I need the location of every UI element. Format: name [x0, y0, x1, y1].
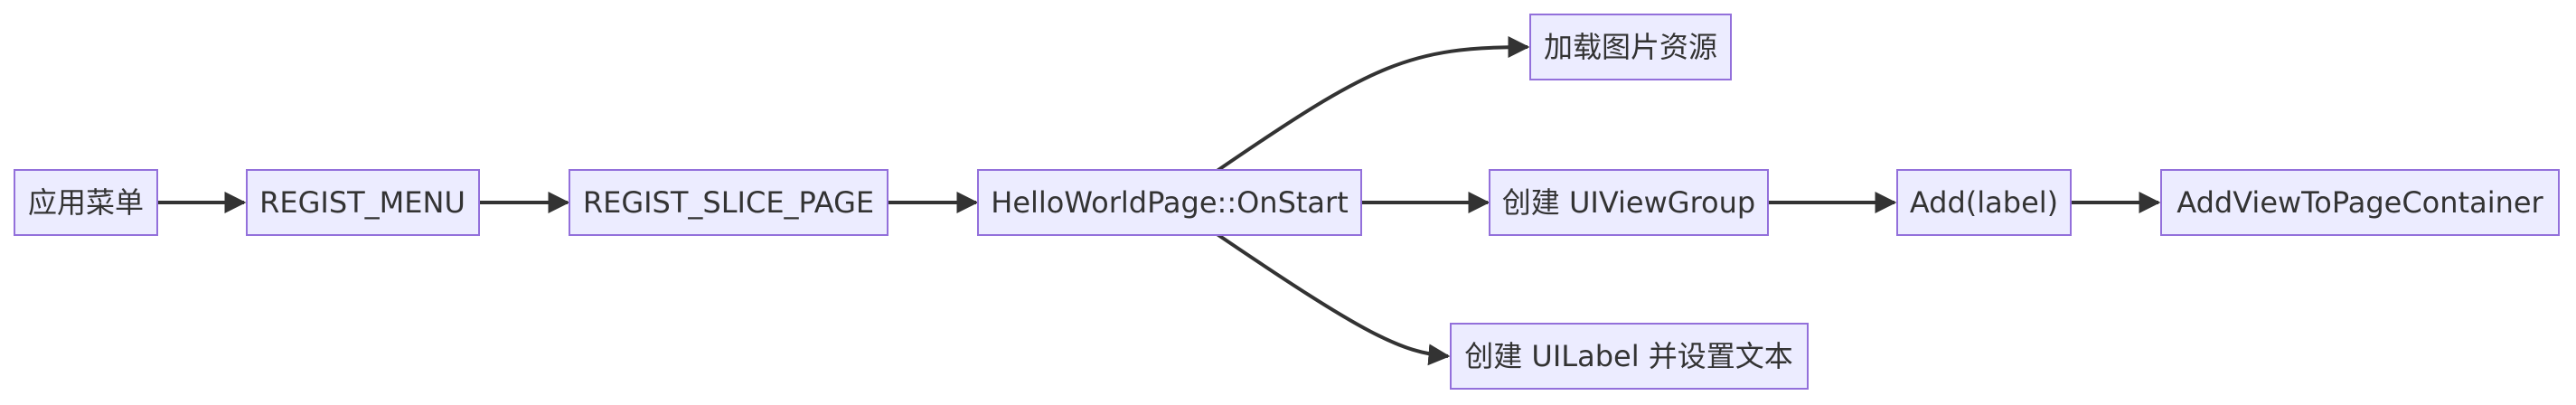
node-add-view[interactable]: AddViewToPageContainer [2160, 169, 2560, 236]
node-load-images[interactable]: 加载图片资源 [1529, 14, 1732, 80]
node-label: REGIST_SLICE_PAGE [583, 185, 874, 220]
node-create-viewgroup[interactable]: 创建 UIViewGroup [1489, 169, 1769, 236]
node-label: Add(label) [1910, 185, 2058, 220]
node-label: 应用菜单 [28, 185, 144, 220]
node-label: HelloWorldPage::OnStart [991, 185, 1348, 220]
edges [157, 36, 2161, 366]
edge-onstart-to-create-label [1214, 231, 1451, 366]
node-label: REGIST_MENU [259, 185, 465, 220]
node-add-label[interactable]: Add(label) [1896, 169, 2072, 236]
node-app-menu[interactable]: 应用菜单 [14, 169, 158, 236]
node-regist-slice-page[interactable]: REGIST_SLICE_PAGE [569, 169, 888, 236]
node-label: 加载图片资源 [1544, 30, 1717, 64]
node-label: 创建 UIViewGroup [1502, 185, 1755, 220]
node-onstart[interactable]: HelloWorldPage::OnStart [977, 169, 1362, 236]
node-regist-menu[interactable]: REGIST_MENU [246, 169, 480, 236]
node-create-label[interactable]: 创建 UILabel 并设置文本 [1450, 323, 1809, 390]
edge-onstart-to-load-images [1214, 36, 1530, 174]
node-label: 创建 UILabel 并设置文本 [1464, 339, 1793, 373]
node-label: AddViewToPageContainer [2176, 185, 2543, 220]
